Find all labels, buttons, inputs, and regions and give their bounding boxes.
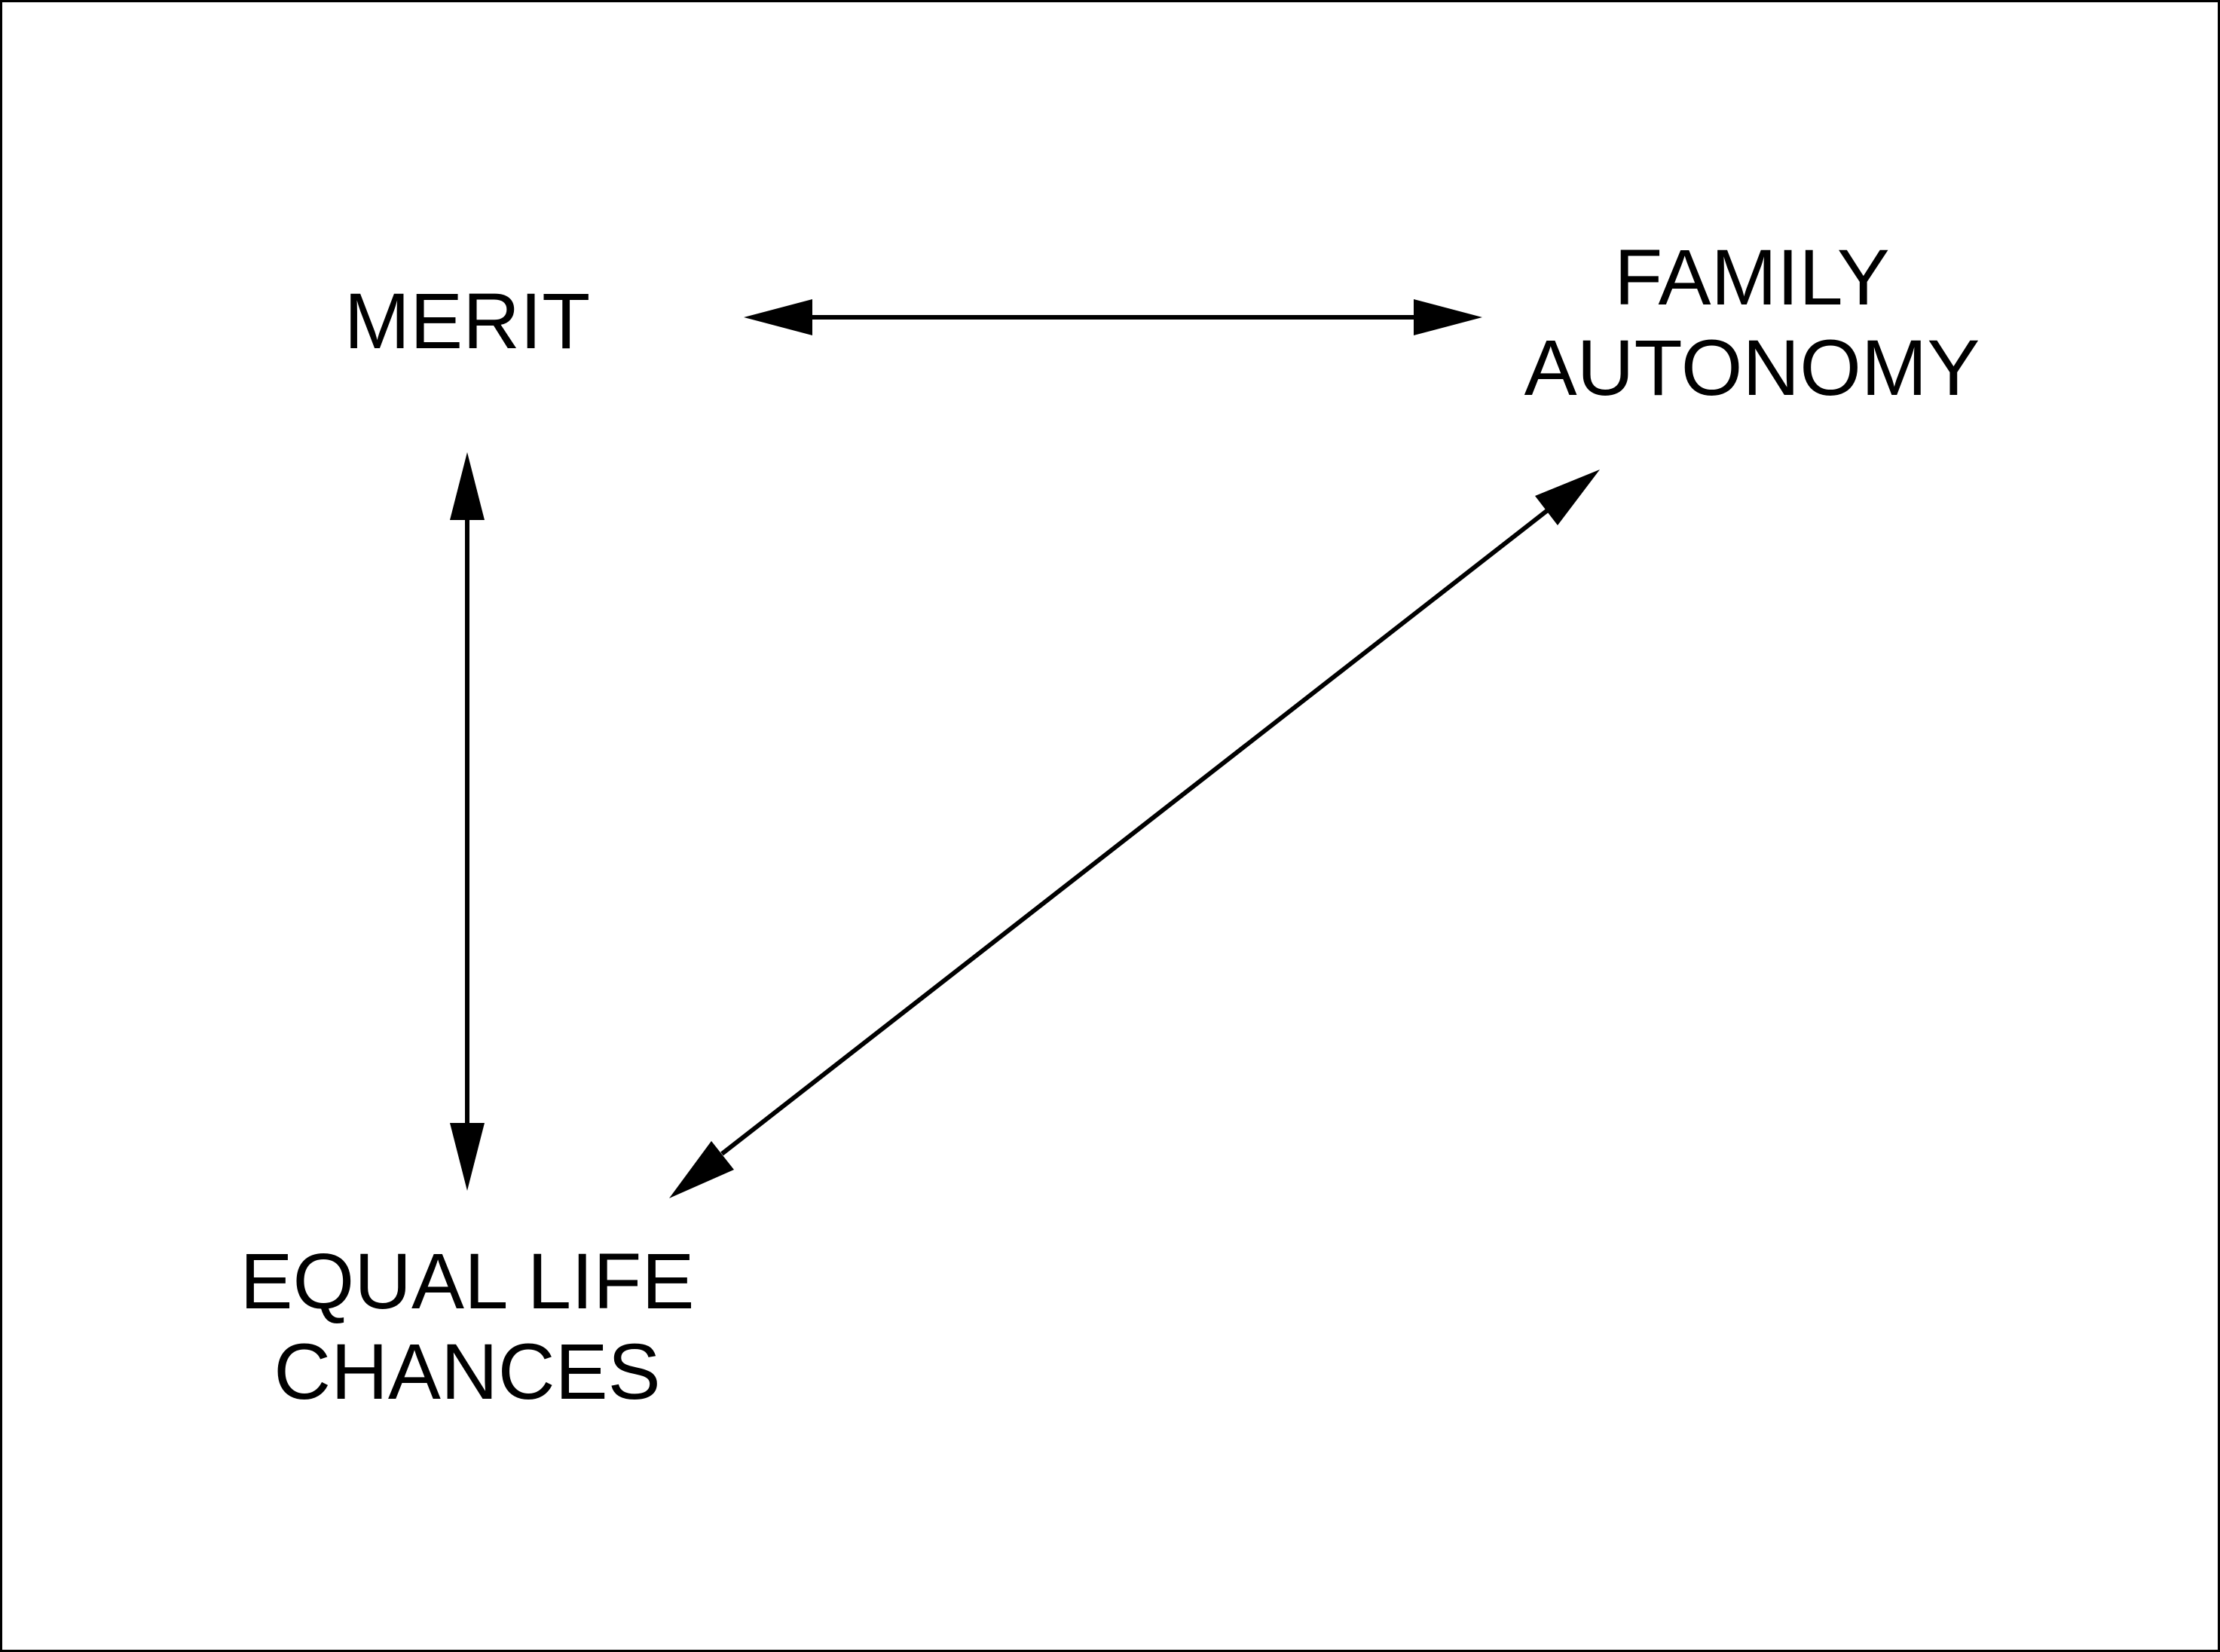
arrowhead-left-icon — [744, 299, 812, 335]
arrowhead-right-icon — [1414, 299, 1482, 335]
node-equal-life-chances: EQUAL LIFE CHANCES — [240, 1237, 695, 1416]
node-merit: MERIT — [344, 277, 591, 366]
node-label-merit: MERIT — [344, 277, 591, 366]
arrowhead-up-icon — [450, 452, 485, 520]
edge-line-family-autonomy-equal-life-chances — [720, 507, 1550, 1156]
edge-merit-family-autonomy — [744, 299, 1482, 335]
node-label-chances: CHANCES — [274, 1328, 660, 1416]
node-family-autonomy: FAMILY AUTONOMY — [1524, 234, 1980, 412]
node-label-family: FAMILY — [1614, 234, 1890, 322]
arrowhead-up-right-icon — [1535, 470, 1600, 525]
node-label-autonomy: AUTONOMY — [1524, 324, 1980, 412]
arrowhead-down-left-icon — [669, 1141, 734, 1198]
node-label-equal-life: EQUAL LIFE — [240, 1237, 695, 1326]
arrowhead-down-icon — [450, 1123, 485, 1191]
edge-family-autonomy-equal-life-chances — [669, 470, 1600, 1198]
edge-merit-equal-life-chances — [450, 452, 485, 1191]
